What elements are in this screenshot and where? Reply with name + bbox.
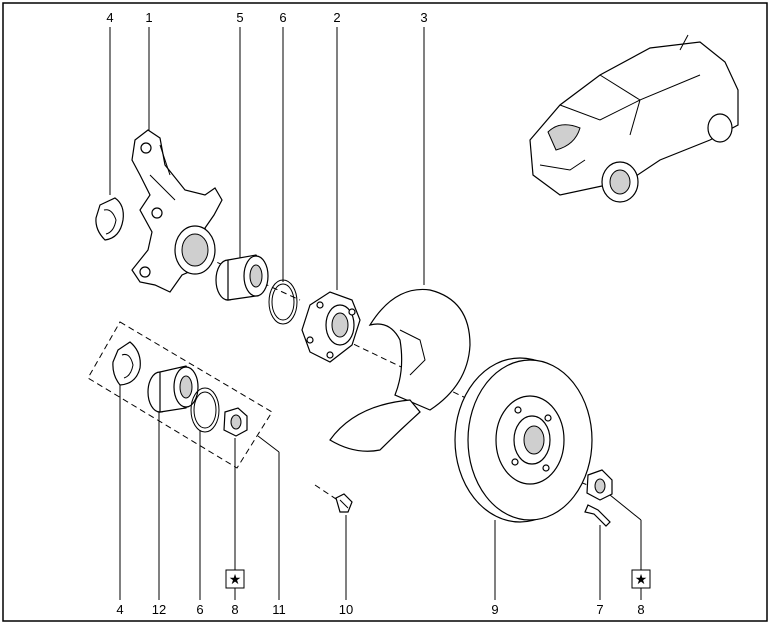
callout-label-2: 2 <box>333 10 340 25</box>
callout-label-8-left: 8 <box>231 602 238 617</box>
star-marker-left: ★ <box>229 572 242 588</box>
callout-label-8-right: 8 <box>637 602 644 617</box>
kit-outline-dashed <box>87 321 273 469</box>
callout-label-9: 9 <box>491 602 498 617</box>
part-3-brake-shield <box>329 288 471 452</box>
callout-label-12: 12 <box>152 602 166 617</box>
callout-label-4-bottom: 4 <box>116 602 123 617</box>
callout-label-3: 3 <box>420 10 427 25</box>
part-7-disc-screw <box>584 504 611 527</box>
callout-label-1: 1 <box>145 10 152 25</box>
callout-label-10: 10 <box>339 602 353 617</box>
vehicle-location-illustration <box>529 34 739 203</box>
part-4-retaining-plate-kit <box>112 341 141 386</box>
part-1-steering-knuckle <box>131 129 223 293</box>
part-6-circlip-top <box>268 279 298 325</box>
part-4-retaining-plate-top <box>95 197 124 241</box>
part-8-hub-nut-kit <box>223 407 248 437</box>
callout-label-5: 5 <box>236 10 243 25</box>
callout-label-6-top: 6 <box>279 10 286 25</box>
part-2-wheel-hub <box>301 291 361 363</box>
callout-label-4-top: 4 <box>106 10 113 25</box>
top-leader-lines <box>109 27 425 290</box>
callout-label-7: 7 <box>596 602 603 617</box>
part-12-wheel-bearing-kit <box>147 365 199 413</box>
part-5-wheel-bearing-top <box>215 254 269 301</box>
bottom-leader-lines <box>119 385 642 600</box>
callout-label-6-bottom: 6 <box>196 602 203 617</box>
star-marker-right: ★ <box>635 572 648 588</box>
part-8-hub-nut-right <box>586 469 613 501</box>
callout-label-11: 11 <box>272 602 286 617</box>
part-9-brake-disc <box>454 357 593 523</box>
part-6-circlip-kit <box>190 387 220 433</box>
part-10-shield-bolt <box>335 493 353 513</box>
